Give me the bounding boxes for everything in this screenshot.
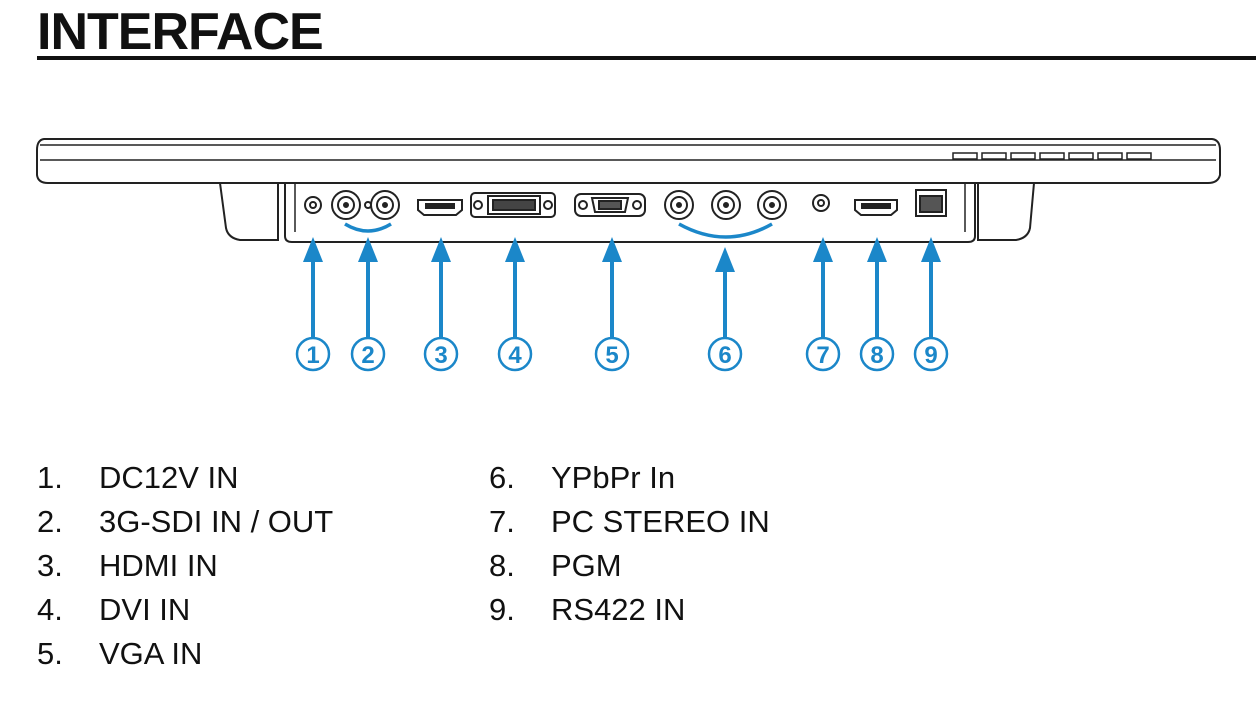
arrows: [303, 237, 941, 338]
callout-7-number: 7: [816, 342, 829, 369]
callouts: 1 2 3 4 5 6 7 8 9: [295, 336, 949, 372]
legend-item: 9. RS422 IN: [489, 588, 770, 632]
callout-8: 8: [859, 336, 895, 372]
connectors: [304, 189, 947, 220]
arrow-1: [303, 237, 323, 338]
legend-label: PC STEREO IN: [551, 504, 770, 539]
legend-number: 3.: [37, 548, 63, 583]
callout-5-number: 5: [605, 342, 618, 369]
legend-item: 3. HDMI IN: [37, 544, 333, 588]
legend-item: 2. 3G-SDI IN / OUT: [37, 500, 333, 544]
callout-1-number: 1: [306, 342, 319, 369]
legend-item: 7. PC STEREO IN: [489, 500, 770, 544]
legend-label: DC12V IN: [99, 460, 239, 495]
legend-number: 7.: [489, 504, 515, 539]
stand-feet: [218, 182, 1036, 241]
arrow-8: [867, 237, 887, 338]
legend-label: RS422 IN: [551, 592, 686, 627]
legend-item: 5. VGA IN: [37, 632, 333, 676]
callout-4: 4: [497, 336, 533, 372]
arrow-2: [358, 237, 378, 338]
legend-label: DVI IN: [99, 592, 191, 627]
callout-8-number: 8: [870, 342, 883, 369]
legend-number: 5.: [37, 636, 63, 671]
monitor-body: [36, 138, 1221, 184]
legend-item: 1. DC12V IN: [37, 456, 333, 500]
arrow-4: [505, 237, 525, 338]
callout-3: 3: [423, 336, 459, 372]
legend-item: 6. YPbPr In: [489, 456, 770, 500]
legend-left: 1. DC12V IN 2. 3G-SDI IN / OUT 3. HDMI IN 4…: [37, 456, 333, 676]
legend-number: 8.: [489, 548, 515, 583]
legend-number: 2.: [37, 504, 63, 539]
arrow-6: [715, 247, 735, 338]
callout-7: 7: [805, 336, 841, 372]
legend-label: HDMI IN: [99, 548, 218, 583]
legend-number: 1.: [37, 460, 63, 495]
page-title: INTERFACE: [37, 3, 324, 61]
callout-3-number: 3: [434, 342, 447, 369]
callout-6: 6: [707, 336, 743, 372]
callout-9: 9: [913, 336, 949, 372]
callout-5: 5: [594, 336, 630, 372]
legend-number: 6.: [489, 460, 515, 495]
arrow-3: [431, 237, 451, 338]
legend-item: 4. DVI IN: [37, 588, 333, 632]
callout-4-number: 4: [508, 342, 522, 369]
callout-2-number: 2: [361, 342, 374, 369]
callout-1: 1: [295, 336, 331, 372]
front-buttons: [952, 152, 1152, 160]
legend-number: 9.: [489, 592, 515, 627]
monitor-rear-panel-diagram: 1 2 3 4 5 6 7 8 9: [36, 138, 1221, 372]
legend-right: 6. YPbPr In 7. PC STEREO IN 8. PGM 9. RS422 …: [489, 456, 770, 632]
title-underline: [37, 56, 1256, 60]
callout-9-number: 9: [924, 342, 937, 369]
arrow-9: [921, 237, 941, 338]
arrow-7: [813, 237, 833, 338]
callout-2: 2: [350, 336, 386, 372]
legend-label: VGA IN: [99, 636, 203, 671]
arrow-5: [602, 237, 622, 338]
callout-6-number: 6: [718, 342, 731, 369]
group-brackets: [344, 222, 773, 239]
legend-label: 3G-SDI IN / OUT: [99, 504, 334, 539]
legend-label: YPbPr In: [551, 460, 676, 495]
legend-label: PGM: [551, 548, 622, 583]
legend-number: 4.: [37, 592, 63, 627]
legend-item: 8. PGM: [489, 544, 770, 588]
